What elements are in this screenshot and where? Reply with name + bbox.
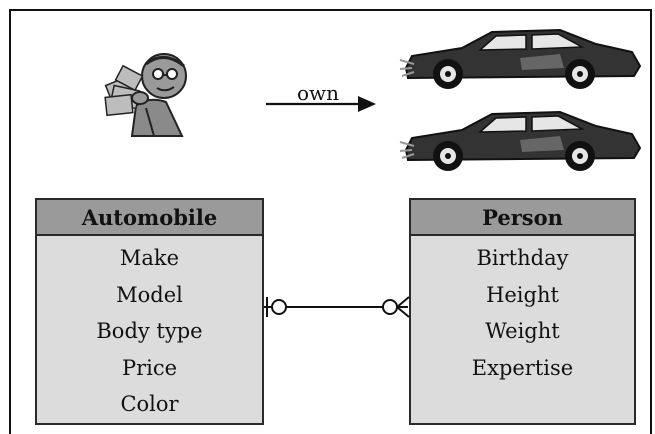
automobile-attribute: Model [116,282,183,307]
automobile-entity-title: Automobile [37,200,262,236]
sports-car-icon [399,28,642,89]
person-entity: Person Birthday Height Weight Expertise [409,198,636,425]
person-attribute: Height [486,282,559,307]
own-arrow [266,96,376,112]
person-attribute: Expertise [471,355,574,380]
optional-circle-mark [382,299,398,315]
automobile-attribute: Color [120,392,179,417]
automobile-attribute: Make [119,246,180,271]
relationship-connector [264,296,410,318]
sports-car-icon [399,110,642,171]
person-with-money-icon [104,53,187,137]
optional-circle-mark [271,299,287,315]
person-attribute: Weight [485,319,560,344]
relationship-label: own [297,81,340,105]
automobile-entity: Automobile Make Model Body type Price Co… [35,198,264,425]
person-entity-title: Person [411,200,634,236]
automobile-attribute: Price [121,355,178,380]
automobile-attribute: Body type [96,319,203,344]
person-attribute: Birthday [476,246,569,271]
diagram-frame [9,9,652,434]
crows-foot-mark [396,296,410,318]
